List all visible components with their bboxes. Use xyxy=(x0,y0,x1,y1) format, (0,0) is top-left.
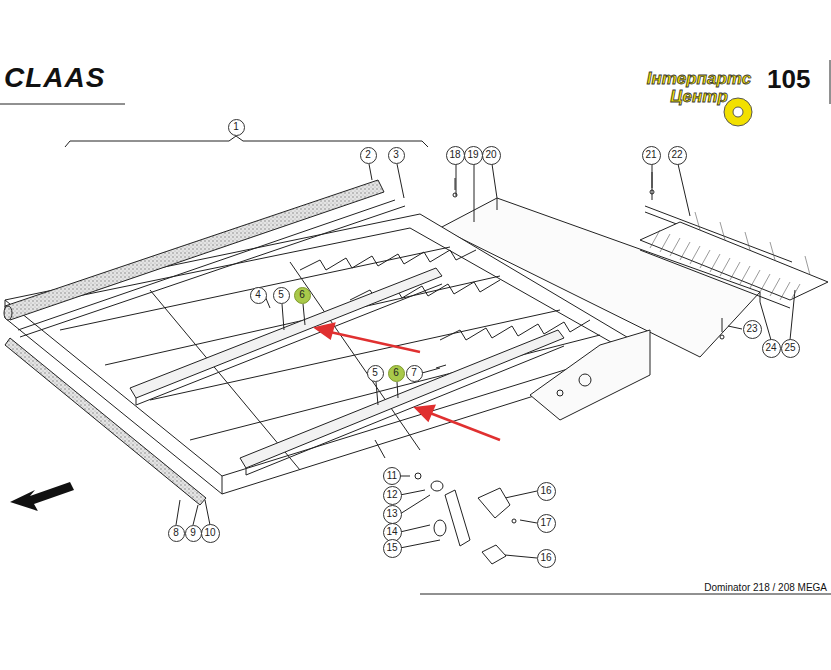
callout-circle: 9 xyxy=(185,525,202,542)
callout-number: 14 xyxy=(386,527,397,537)
callout-number: 16 xyxy=(540,553,551,563)
callout-number: 7 xyxy=(411,368,417,378)
callout-number: 18 xyxy=(449,150,460,160)
callout-number: 6 xyxy=(299,290,305,300)
callout-circle: 17 xyxy=(537,514,556,533)
callout-number: 3 xyxy=(393,150,399,160)
model-caption: Dominator 218 / 208 MEGA xyxy=(704,582,827,593)
callout-circle: 11 xyxy=(383,467,401,485)
callout-number: 5 xyxy=(278,290,284,300)
callout-circle: 24 xyxy=(762,339,781,358)
callout-circle: 10 xyxy=(201,524,220,543)
brand-logo: CLAAS xyxy=(4,62,105,94)
callout-circle: 5 xyxy=(367,365,384,382)
callout-number: 13 xyxy=(386,509,397,519)
callout-circle: 18 xyxy=(446,146,465,165)
callout-number: 20 xyxy=(485,150,496,160)
callout-number: 17 xyxy=(540,518,551,528)
callout-circle: 16 xyxy=(537,482,556,501)
callout-circle: 6 xyxy=(388,365,405,382)
callout-number: 24 xyxy=(765,343,776,353)
page-number: 105 xyxy=(767,64,810,95)
callout-circle: 1 xyxy=(228,119,245,136)
dealer-logo: Інтерпартс Центр xyxy=(638,70,760,106)
callout-circle: 13 xyxy=(383,505,402,524)
callout-number: 25 xyxy=(784,343,795,353)
callout-circle: 21 xyxy=(642,146,661,165)
callout-number: 11 xyxy=(387,471,397,481)
callout-circle: 2 xyxy=(360,147,377,164)
callout-number: 8 xyxy=(173,528,179,538)
callout-circle: 8 xyxy=(168,525,185,542)
callout-circle: 16 xyxy=(537,549,556,568)
callout-circle: 6 xyxy=(294,287,311,304)
callout-circle: 20 xyxy=(482,146,501,165)
callout-number: 4 xyxy=(255,290,261,300)
callout-circle: 25 xyxy=(781,339,800,358)
callout-number: 1 xyxy=(233,122,239,132)
callout-number: 19 xyxy=(467,150,478,160)
callout-number: 22 xyxy=(671,150,682,160)
callout-number: 6 xyxy=(393,368,399,378)
callout-number: 15 xyxy=(386,543,397,553)
callout-number: 5 xyxy=(372,368,378,378)
callout-number: 21 xyxy=(645,150,656,160)
callout-circle: 5 xyxy=(273,287,290,304)
callout-number: 2 xyxy=(365,150,371,160)
callout-circle: 12 xyxy=(383,486,402,505)
callout-number: 16 xyxy=(540,486,551,496)
callout-circle: 3 xyxy=(388,147,405,164)
callout-circle: 4 xyxy=(250,287,267,304)
callout-circle: 22 xyxy=(668,146,687,165)
callout-number: 12 xyxy=(386,490,397,500)
callout-circle: 19 xyxy=(464,146,483,165)
callout-circle: 23 xyxy=(743,320,762,339)
callout-number: 10 xyxy=(204,528,215,538)
callout-number: 9 xyxy=(190,528,196,538)
callout-circle: 7 xyxy=(406,365,423,382)
callout-circle: 15 xyxy=(383,539,402,558)
callout-number: 23 xyxy=(746,324,757,334)
